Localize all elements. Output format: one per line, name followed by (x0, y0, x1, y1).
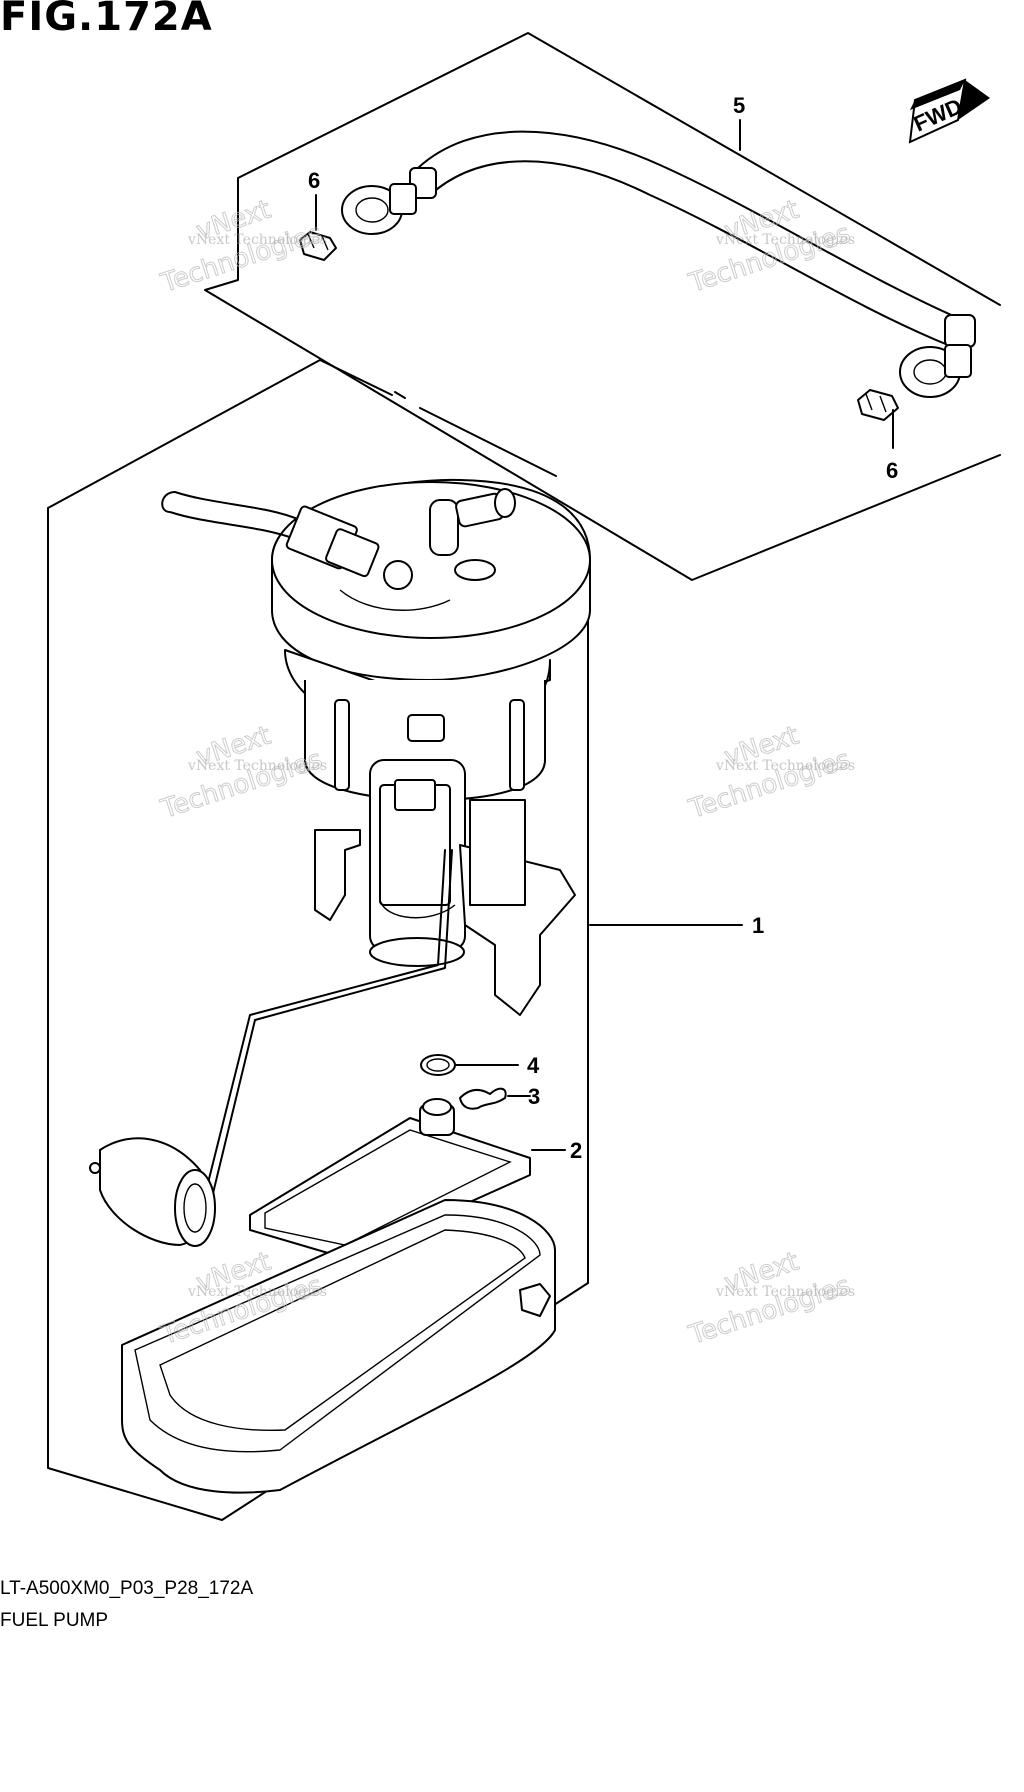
watermark-text: vNext Technologies (715, 758, 855, 774)
callout-3: 3 (528, 1084, 540, 1109)
watermark-text: vNext Technologies (715, 232, 855, 248)
hose-fitting-left (341, 183, 417, 235)
watermark-top-left: vNext Technologies vNext Technologies (156, 194, 327, 299)
fwd-direction-badge: FWD (908, 78, 990, 144)
hose-panel-outline (204, 32, 1001, 581)
hose-fitting-right (899, 344, 972, 398)
watermark-text: vNext Technologies (187, 758, 327, 774)
pump-housing (304, 680, 546, 801)
watermark-text: vNext Technologies (715, 1284, 855, 1300)
callout-leaders (315, 119, 894, 1151)
callout-labels: 1 2 3 4 5 6 6 (308, 93, 898, 1163)
watermark-mid-right: vNext Technologies vNext Technologies (684, 720, 855, 825)
fuel-hose (409, 130, 976, 348)
callout-6-left: 6 (308, 168, 320, 193)
hose-clip-left (299, 231, 337, 261)
retaining-clip (459, 1087, 507, 1110)
callout-2: 2 (570, 1138, 582, 1163)
watermark-text: vNext Technologies (187, 1284, 327, 1300)
callout-6-right: 6 (886, 458, 898, 483)
callout-1: 1 (752, 913, 764, 938)
hose-end-right (944, 314, 976, 348)
hose-clip-right (857, 389, 899, 421)
fuel-outlet-pipe (429, 488, 516, 581)
figure-title: FIG.172A (0, 0, 213, 40)
fuel-level-float (89, 849, 453, 1247)
callout-5: 5 (733, 93, 745, 118)
diagram-reference-code: LT-A500XM0_P03_P28_172A (0, 1578, 254, 1599)
watermark-mid-left: vNext Technologies vNext Technologies (156, 720, 327, 825)
diagram-caption: FUEL PUMP (0, 1610, 109, 1631)
o-ring (420, 1054, 456, 1076)
watermark-bottom-right: vNext Technologies vNext Technologies (684, 1246, 855, 1351)
wire-harness (161, 491, 413, 590)
fuel-filter (249, 1098, 531, 1259)
fuel-tank-tray (121, 1199, 556, 1494)
watermark-top-right: vNext Technologies vNext Technologies (684, 194, 855, 299)
watermark-text: vNext Technologies (187, 232, 327, 248)
pump-motor-bracket (314, 759, 576, 1016)
callout-4: 4 (527, 1053, 540, 1078)
